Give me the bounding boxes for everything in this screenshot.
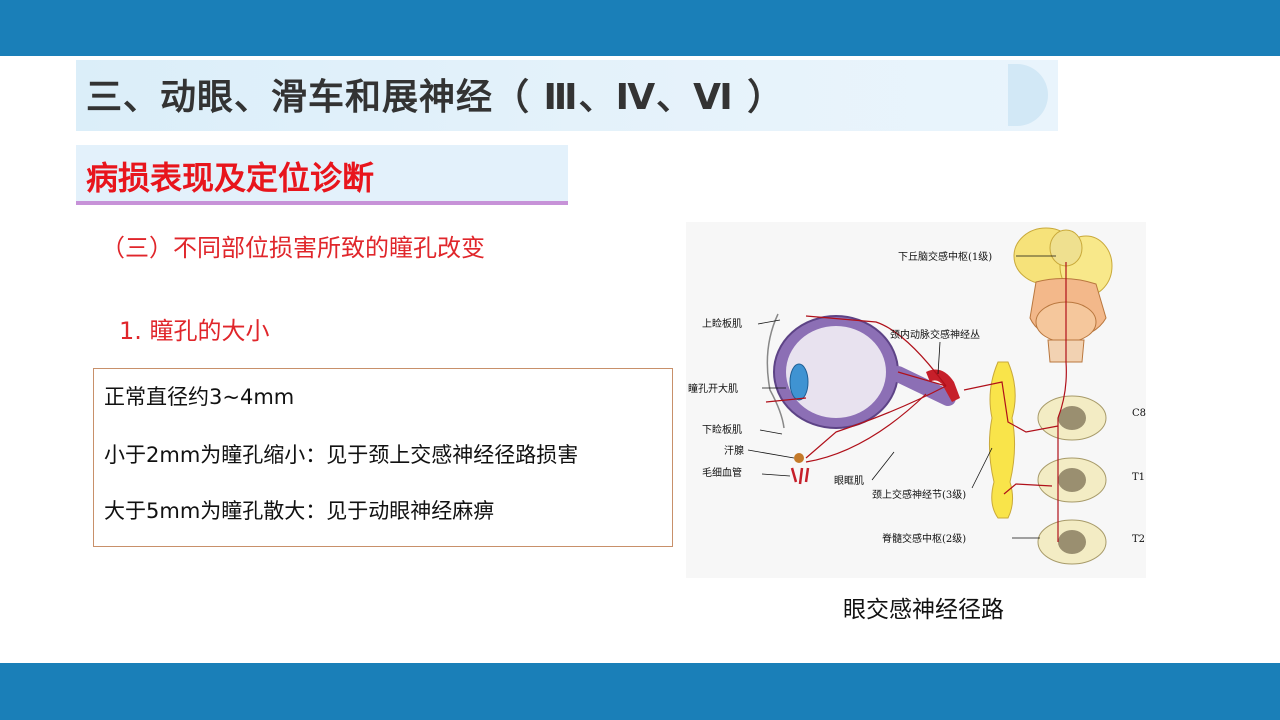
leader-lines (747, 255, 1056, 539)
sympathetic-ganglion-chain (988, 361, 1016, 519)
pupil-size-info-box: 正常直径约3~4mm 小于2mm为瞳孔缩小：见于颈上交感神经径路损害 大于5mm… (93, 368, 673, 547)
info-line-miosis: 小于2mm为瞳孔缩小：见于颈上交感神经径路损害 (104, 443, 579, 467)
eye-illustration (766, 313, 960, 485)
info-line-mydriasis: 大于5mm为瞳孔散大：见于动眼神经麻痹 (104, 499, 495, 523)
title-band-cap (1008, 64, 1048, 126)
label-dilator: 瞳孔开大肌 (688, 382, 738, 395)
slide-subtitle: 病损表现及定位诊断 (86, 159, 375, 197)
spinal-segment-t1 (1037, 457, 1107, 503)
sympathetic-pathway-lines (765, 262, 1067, 542)
label-capillary: 毛细血管 (702, 466, 742, 479)
label-spinal-center: 脊髓交感中枢(2级) (882, 532, 966, 545)
label-c8: C8 (1132, 408, 1146, 419)
diagram-caption: 眼交感神经径路 (843, 597, 1004, 623)
label-lower-eyelid: 下睑板肌 (702, 423, 742, 436)
label-superior-cervical-ganglion: 颈上交感神经节(3级) (872, 488, 966, 501)
top-banner-bar (0, 0, 1280, 56)
info-line-normal: 正常直径约3~4mm (104, 385, 295, 409)
label-upper-eyelid: 上睑板肌 (702, 317, 742, 330)
subtitle-band: 病损表现及定位诊断 (76, 145, 568, 205)
title-band: 三、动眼、滑车和展神经（ Ⅲ、Ⅳ、Ⅵ ） (76, 60, 1058, 131)
label-hypothalamus: 下丘脑交感中枢(1级) (898, 250, 992, 263)
label-sweat-gland: 汗腺 (724, 444, 744, 457)
sympathetic-pathway-diagram: 下丘脑交感中枢(1级) 上睑板肌 颈内动脉交感神经丛 瞳孔开大肌 下睑板肌 汗腺… (686, 222, 1146, 578)
subsection-heading: 1. 瞳孔的大小 (119, 317, 270, 345)
label-orbital-muscle: 眼眶肌 (834, 475, 864, 487)
bottom-banner-bar (0, 663, 1280, 720)
label-t2: T2 (1132, 534, 1145, 545)
label-t1: T1 (1132, 472, 1145, 483)
brain-illustration (1013, 227, 1113, 363)
slide-title: 三、动眼、滑车和展神经（ Ⅲ、Ⅳ、Ⅵ ） (86, 77, 785, 118)
spinal-segment-t2 (1037, 519, 1107, 565)
spinal-segment-c8 (1037, 395, 1107, 441)
section-heading: （三）不同部位损害所致的瞳孔改变 (101, 234, 485, 262)
label-carotid-plexus: 颈内动脉交感神经丛 (890, 328, 980, 341)
